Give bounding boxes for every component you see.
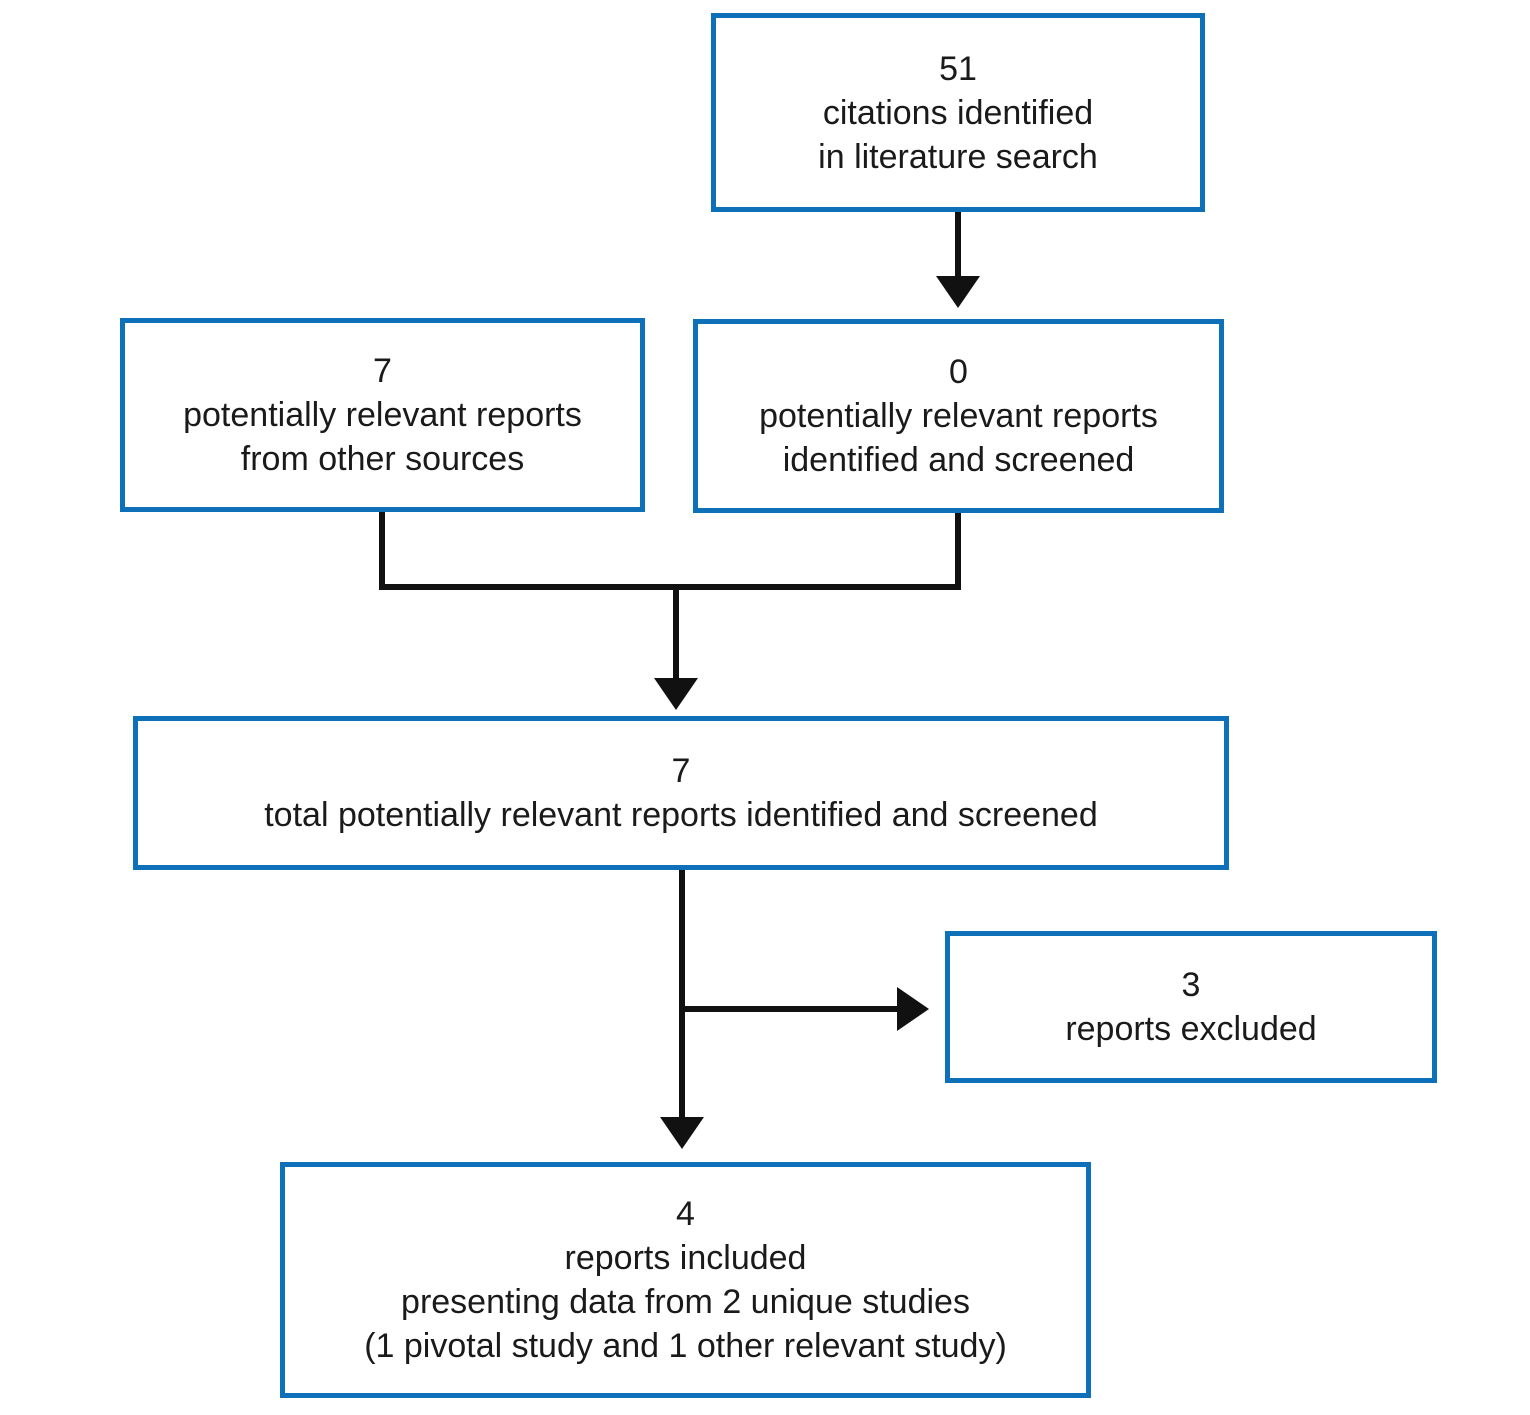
box-line: in literature search [818,137,1098,176]
box-total-reports-screened: 7 total potentially relevant reports ide… [133,716,1229,870]
connector-merge-lines [379,510,961,590]
box-citations-identified: 51 citations identified in literature se… [711,13,1205,212]
box-line: presenting data from 2 unique studies [401,1283,970,1321]
box-line: reports excluded [1065,1010,1317,1048]
box-line: total potentially relevant reports ident… [264,796,1098,834]
arrowhead-right-icon [897,987,929,1031]
box-line: reports included [564,1239,807,1277]
count-label: 4 [676,1195,695,1233]
box-identified-screened-text: 0 potentially relevant reports identifie… [759,350,1158,482]
box-other-sources-text: 7 potentially relevant reports from othe… [183,349,582,481]
box-included-text: 4 reports included presenting data from … [364,1192,1007,1368]
count-label: 51 [939,49,977,88]
count-label: 0 [949,353,968,391]
box-reports-included: 4 reports included presenting data from … [280,1162,1091,1398]
box-citations-text: 51 citations identified in literature se… [818,47,1098,179]
arrowhead-down-icon [660,1117,704,1149]
box-reports-identified-screened: 0 potentially relevant reports identifie… [693,319,1224,513]
box-line: citations identified [822,93,1094,132]
box-line: from other sources [240,440,525,478]
arrowhead-down-icon [936,276,980,308]
arrowhead-down-icon [654,678,698,710]
box-line: potentially relevant reports [183,396,582,434]
box-reports-other-sources: 7 potentially relevant reports from othe… [120,318,645,512]
box-total-screened-text: 7 total potentially relevant reports ide… [264,749,1098,837]
count-label: 7 [373,352,392,390]
box-reports-excluded: 3 reports excluded [945,931,1437,1083]
count-label: 7 [671,752,691,790]
box-line: potentially relevant reports [759,397,1158,435]
count-label: 3 [1181,966,1201,1004]
box-line: (1 pivotal study and 1 other relevant st… [364,1327,1007,1365]
box-excluded-text: 3 reports excluded [1065,963,1316,1051]
box-line: identified and screened [782,441,1135,479]
